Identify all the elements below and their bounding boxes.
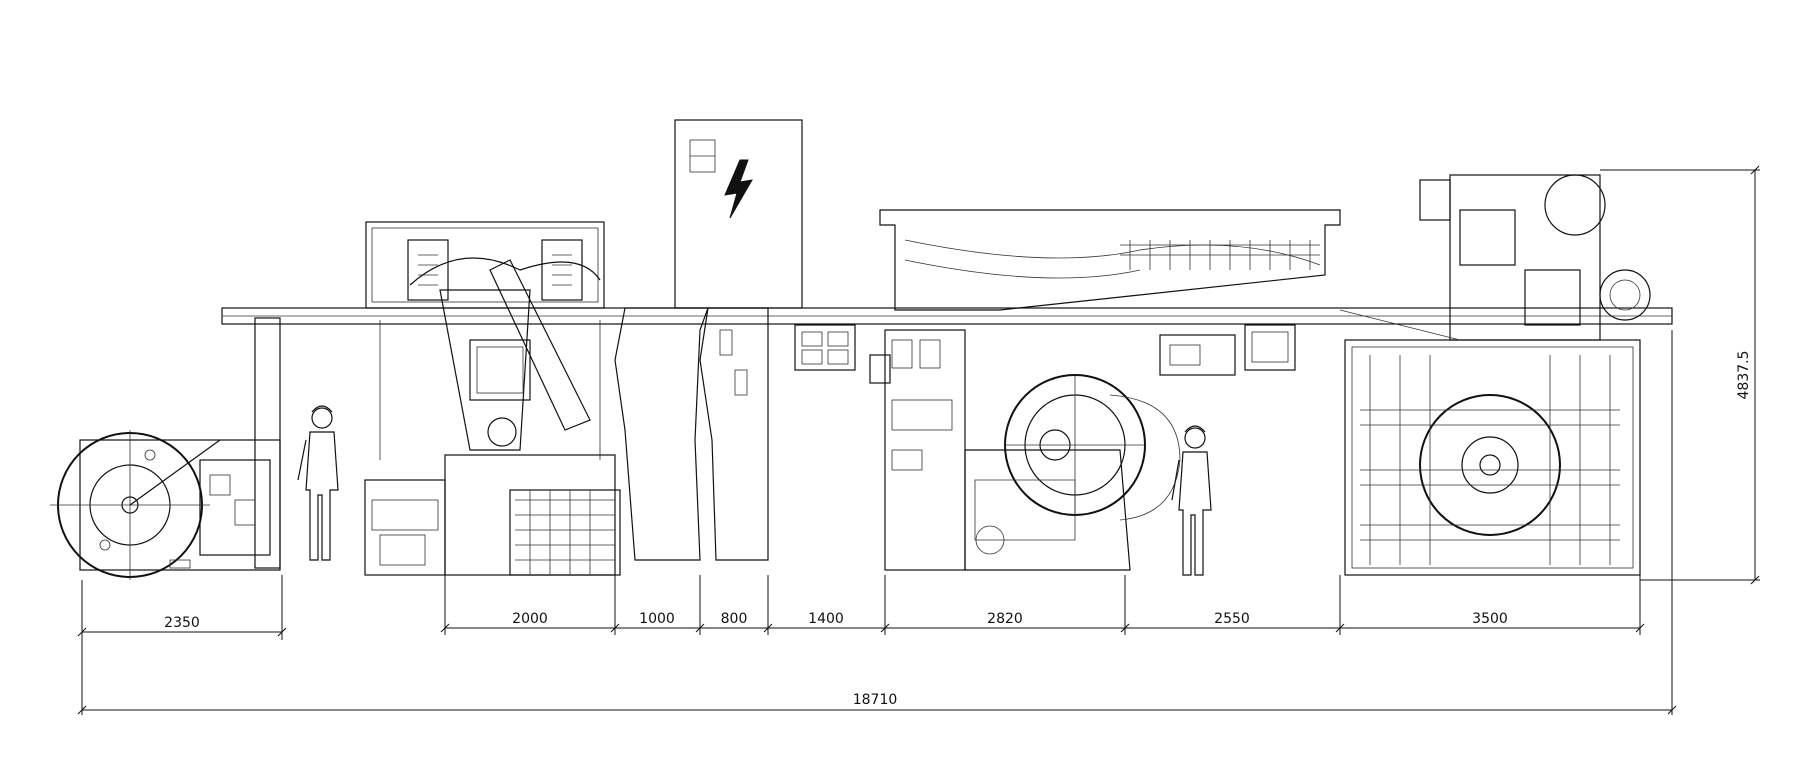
dimension-lines bbox=[77, 165, 1760, 715]
dim-label-2820: 2820 bbox=[987, 611, 1023, 627]
dim-label-1400: 1400 bbox=[808, 611, 844, 627]
dim-label-2550: 2550 bbox=[1214, 611, 1250, 627]
dim-label-3500: 3500 bbox=[1472, 611, 1508, 627]
rewinder-unit bbox=[1339, 174, 1651, 576]
operator-figure-right bbox=[1171, 425, 1212, 576]
base-rail bbox=[221, 307, 1673, 325]
operator-figure-left bbox=[297, 405, 339, 561]
electrical-cabinet bbox=[674, 119, 803, 309]
lightning-bolt-icon bbox=[724, 159, 753, 219]
dim-label-2350: 2350 bbox=[164, 615, 200, 631]
dryer-hood bbox=[879, 209, 1341, 311]
dim-label-overall: 18710 bbox=[853, 692, 898, 708]
unwinder-unit bbox=[50, 317, 281, 580]
rail-brackets bbox=[1159, 324, 1296, 376]
intermediate-frames bbox=[614, 307, 891, 561]
drum-unit bbox=[884, 329, 1181, 571]
tower-unit bbox=[364, 221, 621, 576]
dim-label-1000: 1000 bbox=[639, 611, 675, 627]
dim-label-height: 4837.5 bbox=[1736, 351, 1752, 400]
dim-label-2000: 2000 bbox=[512, 611, 548, 627]
dim-label-800: 800 bbox=[721, 611, 748, 627]
